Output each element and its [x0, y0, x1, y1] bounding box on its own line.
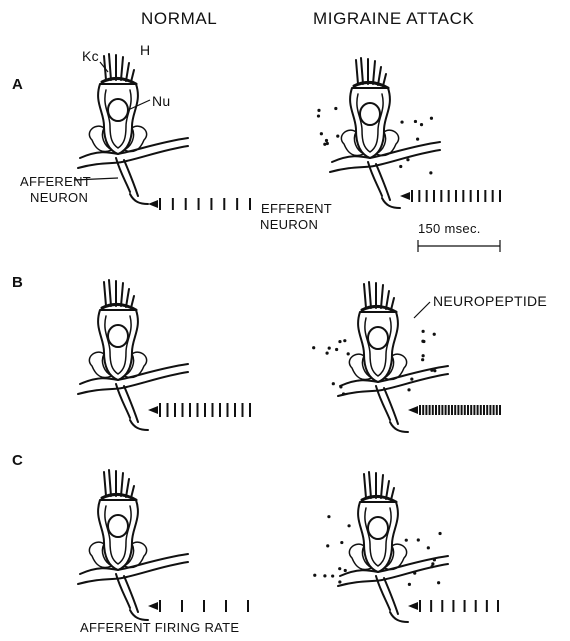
neuropeptide-dot: [407, 388, 410, 391]
neuropeptide-dot: [421, 358, 424, 361]
neuropeptide-dot: [400, 120, 403, 123]
neuropeptide-dot: [347, 524, 350, 527]
neuropeptide-dot: [326, 142, 329, 145]
neuropeptide-dot: [340, 541, 343, 544]
neuropeptide-dot: [431, 562, 434, 565]
neuropeptide-dot: [413, 572, 416, 575]
neuropeptide-dot: [433, 333, 436, 336]
neuropeptide-dot: [430, 117, 433, 120]
neuropeptide-dot: [317, 109, 320, 112]
hair-cell-normal-a: [78, 54, 188, 204]
neuropeptide-dot: [438, 532, 441, 535]
neuropeptide-dot: [339, 385, 342, 388]
neuropeptide-dot: [406, 158, 409, 161]
neuropeptide-dot: [313, 574, 316, 577]
hair-cell-normal-b: [78, 280, 188, 430]
neuropeptide-dot: [422, 330, 425, 333]
neuropeptide-dot: [338, 567, 341, 570]
neuropeptide-dot: [410, 377, 413, 380]
neuropeptide-dot: [408, 583, 411, 586]
hair-cell-normal-c: [78, 470, 188, 620]
neuropeptide-dot: [317, 114, 320, 117]
neuropeptide-dot: [422, 340, 425, 343]
neuropeptide-dot: [325, 139, 328, 142]
neuropeptide-dot: [328, 347, 331, 350]
neuropeptide-dot: [399, 165, 402, 168]
neuropeptide-dot: [335, 348, 338, 351]
neuropeptide-dot: [332, 382, 335, 385]
neuropeptide-dot: [331, 574, 334, 577]
neuropeptide-dot: [420, 123, 423, 126]
hair-cell-migraine-c: [338, 472, 448, 622]
neuropeptide-dot: [338, 340, 341, 343]
neuropeptide-dot: [416, 138, 419, 141]
neuropeptide-dot: [343, 339, 346, 342]
neuropeptide-dot: [325, 352, 328, 355]
neuropeptide-dot: [342, 392, 345, 395]
neuropeptide-dot: [336, 134, 339, 137]
neuropeptide-dot: [347, 352, 350, 355]
neuropeptide-dot: [433, 369, 436, 372]
neuropeptide-dot: [429, 171, 432, 174]
neuropeptide-dot: [430, 369, 433, 372]
neuropeptide-dot: [334, 107, 337, 110]
neuropeptide-dot: [414, 120, 417, 123]
neuropeptide-dot: [327, 515, 330, 518]
neuropeptide-dot: [323, 574, 326, 577]
spike-trains: [160, 190, 500, 612]
neuropeptide-dot: [312, 346, 315, 349]
neuropeptide-dot: [405, 539, 408, 542]
neuropeptide-dot: [430, 565, 433, 568]
neuropeptide-dot: [320, 132, 323, 135]
neuropeptide-dot: [433, 558, 436, 561]
hair-cell-migraine-b: [338, 282, 448, 432]
neuropeptide-dot: [417, 538, 420, 541]
neuropeptide-dot: [422, 354, 425, 357]
neuropeptide-dot: [427, 546, 430, 549]
neuropeptide-dot: [326, 544, 329, 547]
hair-cell-migraine-a: [330, 58, 440, 208]
neuropeptide-dot: [437, 581, 440, 584]
neuropeptide-dot: [344, 569, 347, 572]
neuropeptide-dot: [338, 580, 341, 583]
